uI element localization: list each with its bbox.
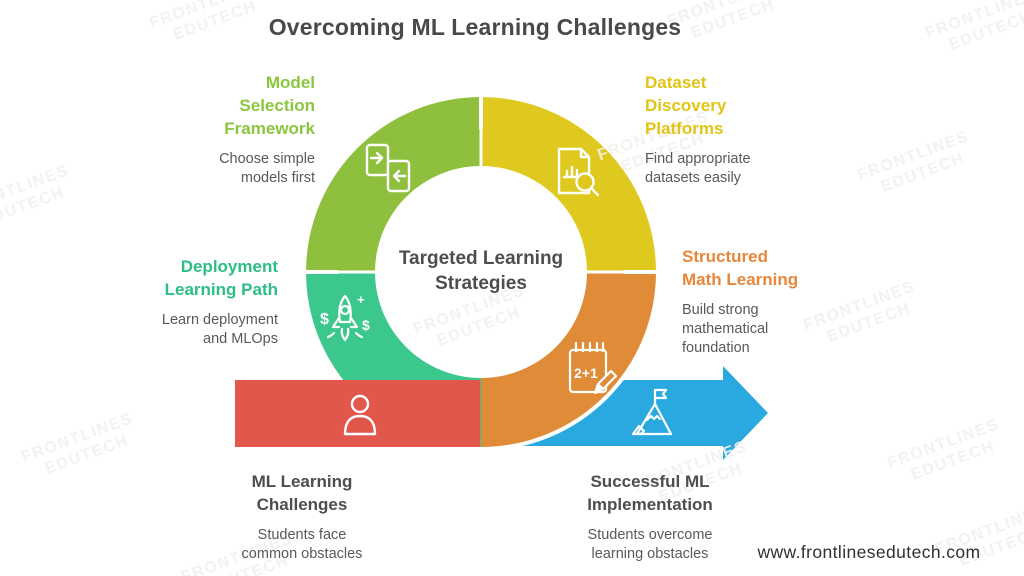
desc-line: common obstacles <box>241 546 363 562</box>
heading-line: Selection <box>239 96 315 115</box>
desc-line: models first <box>240 170 315 186</box>
website-url: www.frontlinesedutech.com <box>757 542 981 562</box>
structured-math-desc: Build strong mathematical foundation <box>682 301 882 358</box>
notepad-formula-text: 2+1 <box>574 365 598 381</box>
dataset-discovery-heading: Dataset Discovery Platforms <box>645 71 845 140</box>
heading-line: Structured <box>682 247 768 266</box>
desc-line: learning obstacles <box>591 546 709 562</box>
desc-line: Build strong <box>682 302 759 318</box>
dataset-search-icon <box>545 141 605 201</box>
heading-line: Math Learning <box>682 270 799 289</box>
heading-line: Platforms <box>645 119 724 138</box>
desc-line: Students face <box>257 527 347 543</box>
heading-line: Discovery <box>645 96 727 115</box>
rocket-dollar-left: $ <box>320 311 329 328</box>
model-swap-icon <box>358 138 418 198</box>
heading-line: Deployment <box>180 257 278 276</box>
heading-line: Implementation <box>587 495 713 514</box>
desc-line: Learn deployment <box>161 312 278 328</box>
center-label-line1: Targeted Learning <box>398 248 564 269</box>
model-selection-heading: Model Selection Framework <box>115 71 315 140</box>
summit-flag-icon <box>625 384 681 440</box>
heading-line: Framework <box>224 119 315 138</box>
rocket-dollar-right: $ <box>362 317 370 333</box>
desc-line: Choose simple <box>219 151 315 167</box>
deployment-path-desc: Learn deployment and MLOps <box>78 311 278 349</box>
deployment-path-heading: Deployment Learning Path <box>78 255 278 301</box>
successful-ml-desc: Students overcome learning obstacles <box>540 526 760 564</box>
heading-line: ML Learning <box>251 472 353 491</box>
page-title: Overcoming ML Learning Challenges <box>268 14 682 40</box>
center-label-line2: Strategies <box>435 273 527 294</box>
heading-line: Dataset <box>645 73 707 92</box>
ml-challenges-heading: ML Learning Challenges <box>192 470 412 516</box>
desc-line: and MLOps <box>203 331 278 347</box>
person-icon <box>338 392 382 438</box>
ring-center-hole <box>375 166 587 378</box>
center-label: Targeted Learning Strategies <box>375 246 587 296</box>
desc-line: foundation <box>682 340 750 356</box>
structured-math-heading: Structured Math Learning <box>682 245 882 291</box>
desc-line: mathematical <box>682 321 769 337</box>
model-selection-desc: Choose simple models first <box>115 150 315 188</box>
challenges-band-shape <box>235 380 480 447</box>
heading-line: Learning Path <box>164 280 278 299</box>
math-notepad-icon: 2+1 <box>560 336 624 400</box>
desc-line: Students overcome <box>587 527 713 543</box>
heading-line: Model <box>265 73 315 92</box>
successful-ml-heading: Successful ML Implementation <box>540 470 760 516</box>
rocket-funding-icon: $ $ + <box>312 288 378 348</box>
heading-line: Successful ML <box>590 472 710 491</box>
heading-line: Challenges <box>256 495 348 514</box>
dataset-discovery-desc: Find appropriate datasets easily <box>645 150 845 188</box>
desc-line: datasets easily <box>645 170 741 186</box>
desc-line: Find appropriate <box>645 151 751 167</box>
ml-challenges-desc: Students face common obstacles <box>192 526 412 564</box>
rocket-plus: + <box>357 292 365 307</box>
